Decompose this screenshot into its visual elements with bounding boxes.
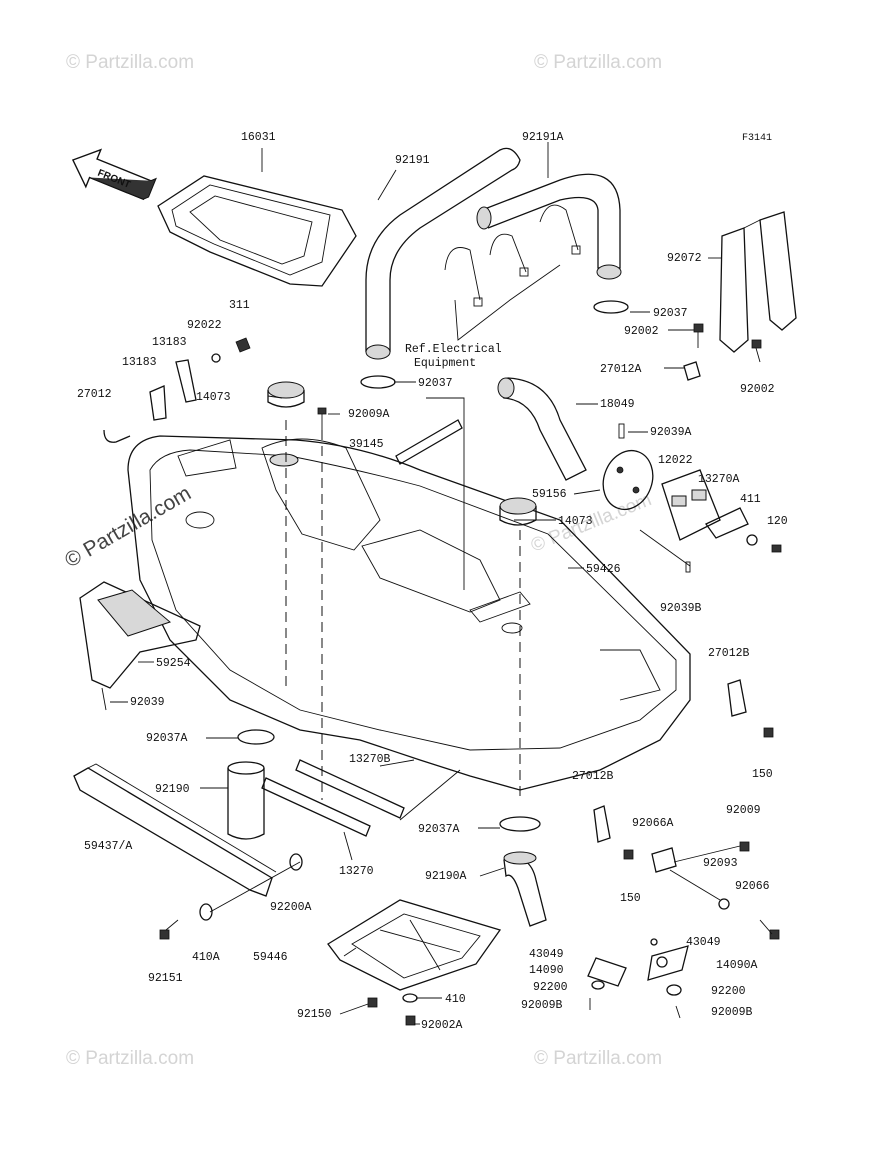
label-92093[interactable]: 92093 [703,857,738,870]
label-92151[interactable]: 92151 [148,972,183,985]
plug-14073-right [499,497,537,526]
dashed-leaders [285,420,521,800]
plate-59254 [79,581,201,711]
label-311[interactable]: 311 [229,299,250,312]
label-92191A[interactable]: 92191A [522,131,564,144]
label-92066A[interactable]: 92066A [632,817,674,830]
label-14090[interactable]: 14090 [529,964,564,977]
label-92200-b[interactable]: 92200 [711,985,746,998]
hose-18049 [497,377,587,481]
diagram-code: F3141 [742,133,772,144]
vent-assembly [602,423,782,573]
label-18049[interactable]: 18049 [600,398,635,411]
label-92039[interactable]: 92039 [130,696,165,709]
label-13270B[interactable]: 13270B [349,753,391,766]
watermark-bottom-left: © Partzilla.com [66,1048,194,1069]
label-92037-mid[interactable]: 92037 [418,377,453,390]
hose-92190A [503,851,547,927]
label-12022[interactable]: 12022 [658,454,693,467]
plate-59446 [327,899,502,1026]
label-92009[interactable]: 92009 [726,804,761,817]
label-410[interactable]: 410 [445,993,466,1006]
exhaust-tubes [365,142,622,360]
ref-note-line2: Equipment [414,357,476,370]
label-92039B[interactable]: 92039B [660,602,702,615]
label-14073-a[interactable]: 14073 [196,391,231,404]
label-27012[interactable]: 27012 [77,388,112,401]
part-labels: 16031 92191 92191A 92072 92037 92002 270… [77,131,788,1032]
label-150-b[interactable]: 150 [620,892,641,905]
label-59437A[interactable]: 59437/A [84,840,132,853]
label-410A[interactable]: 410A [192,951,220,964]
label-27012B-a[interactable]: 27012B [708,647,750,660]
label-92037A-b[interactable]: 92037A [418,823,460,836]
label-92200-a[interactable]: 92200 [533,981,568,994]
ref-leader [426,397,465,590]
label-27012A[interactable]: 27012A [600,363,642,376]
label-59156[interactable]: 59156 [532,488,567,501]
storage-tray-16031 [157,148,357,287]
strip-39145 [395,419,463,465]
label-39145[interactable]: 39145 [349,438,384,451]
label-59254[interactable]: 59254 [156,657,191,670]
watermark-group: © Partzilla.com © Partzilla.com © Partzi… [61,52,662,1069]
label-92009A[interactable]: 92009A [348,408,390,421]
label-92072[interactable]: 92072 [667,252,702,265]
label-92009B-a[interactable]: 92009B [521,999,563,1012]
bracket-92072 [719,211,797,353]
label-92002-a[interactable]: 92002 [624,325,659,338]
label-150-a[interactable]: 150 [752,768,773,781]
front-arrow-icon: FRONT [71,148,157,201]
label-13183-a[interactable]: 13183 [152,336,187,349]
label-59426[interactable]: 59426 [586,563,621,576]
fasteners-lower-left [159,853,303,940]
label-leaders [110,257,722,1025]
label-13183-b[interactable]: 13183 [122,356,157,369]
label-92039A[interactable]: 92039A [650,426,692,439]
label-92009B-b[interactable]: 92009B [711,1006,753,1019]
label-411[interactable]: 411 [740,493,761,506]
label-14090A[interactable]: 14090A [716,959,758,972]
label-16031[interactable]: 16031 [241,131,276,144]
label-92190A[interactable]: 92190A [425,870,467,883]
clips-14090 [587,938,689,1019]
hull-59426 [127,435,691,791]
label-13270[interactable]: 13270 [339,865,374,878]
tube-92190 [227,761,265,840]
watermark-bottom-right: © Partzilla.com [534,1048,662,1069]
label-92037A-a[interactable]: 92037A [146,732,188,745]
label-120[interactable]: 120 [767,515,788,528]
strips-13270 [261,759,461,861]
label-92002-b[interactable]: 92002 [740,383,775,396]
watermark-left-diagonal: © Partzilla.com [61,482,195,573]
watermark-top-right: © Partzilla.com [534,52,662,73]
label-92037-top[interactable]: 92037 [653,307,688,320]
rail-59437A [73,763,277,897]
label-43049-a[interactable]: 43049 [529,948,564,961]
ref-note-line1: Ref.Electrical [405,343,502,356]
brackets-lower-right [593,679,780,940]
label-92066[interactable]: 92066 [735,880,770,893]
label-59446[interactable]: 59446 [253,951,288,964]
label-43049-b[interactable]: 43049 [686,936,721,949]
label-14073-b[interactable]: 14073 [558,515,593,528]
small-parts-upper-left [103,337,327,443]
bracket-27012A [683,323,762,381]
label-92190[interactable]: 92190 [155,783,190,796]
label-92191[interactable]: 92191 [395,154,430,167]
label-92200A[interactable]: 92200A [270,901,312,914]
label-13270A[interactable]: 13270A [698,473,740,486]
label-27012B-b[interactable]: 27012B [572,770,614,783]
label-92150[interactable]: 92150 [297,1008,332,1021]
label-92002A[interactable]: 92002A [421,1019,463,1032]
watermark-top-left: © Partzilla.com [66,52,194,73]
label-92022[interactable]: 92022 [187,319,222,332]
